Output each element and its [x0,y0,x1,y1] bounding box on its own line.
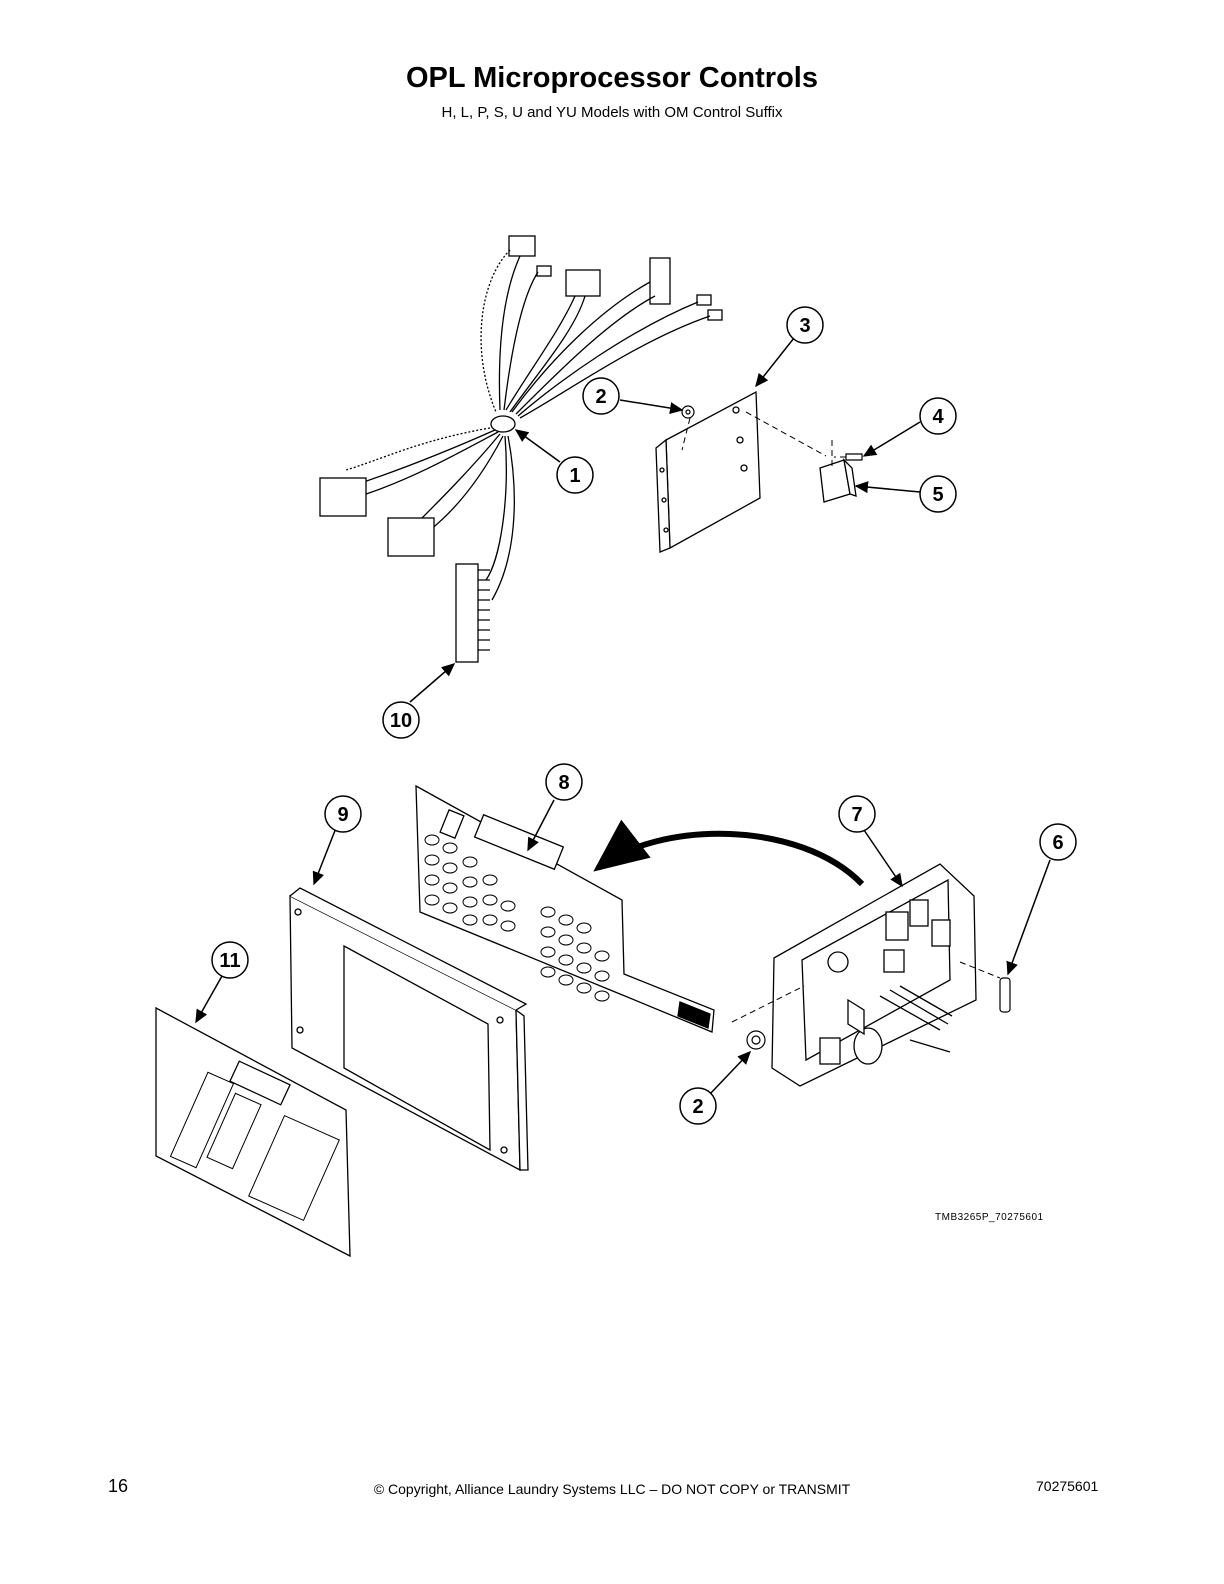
svg-text:11: 11 [219,950,240,972]
svg-text:10: 10 [390,710,412,732]
svg-text:9: 9 [337,804,348,826]
mounting-bracket [655,390,761,553]
wire-harness [319,235,723,663]
page-title: OPL Microprocessor Controls [406,62,818,94]
keypad-membrane [415,784,715,1033]
assembly-arrow [593,819,865,887]
page-subtitle: H, L, P, S, U and YU Models with OM Cont… [441,104,783,121]
hex-nut-large [746,1030,766,1050]
svg-text:2: 2 [595,386,606,408]
circuit-board-assembly [771,863,977,1087]
callout-10: 10 [382,701,420,739]
svg-text:6: 6 [1052,832,1063,854]
svg-text:5: 5 [932,484,943,506]
screw [845,453,863,461]
copyright-notice: © Copyright, Alliance Laundry Systems LL… [373,1481,851,1497]
callouts: 1 2 3 4 5 10 8 9 7 6 11 2 [211,306,1077,1125]
callout-2-top: 2 [582,377,620,415]
callout-8: 8 [545,763,583,801]
control-overlay-panel [155,1006,351,1258]
fuse [999,977,1011,1013]
callout-2-bottom: 2 [679,1087,717,1125]
callout-6: 6 [1039,823,1077,861]
svg-text:7: 7 [851,804,862,826]
callout-11: 11 [211,941,249,979]
display-bezel [289,887,529,1172]
callout-3: 3 [786,306,824,344]
document-number: 70275601 [1036,1478,1099,1494]
assembly-lines [681,411,846,470]
page-number: 16 [108,1476,129,1496]
svg-text:4: 4 [932,406,944,428]
relay [819,458,857,503]
hex-nut-small [681,405,695,419]
figure-code: TMB3265P_70275601 [935,1212,1044,1223]
callout-7: 7 [838,795,876,833]
callout-1: 1 [556,456,594,494]
svg-text:2: 2 [692,1096,703,1118]
callout-4: 4 [919,397,957,435]
callout-5: 5 [919,475,957,513]
callout-9: 9 [324,795,362,833]
connector-strip [455,563,479,663]
svg-text:3: 3 [799,315,810,337]
svg-text:1: 1 [569,465,580,487]
svg-text:8: 8 [558,772,569,794]
leader-lines [195,337,1051,1095]
